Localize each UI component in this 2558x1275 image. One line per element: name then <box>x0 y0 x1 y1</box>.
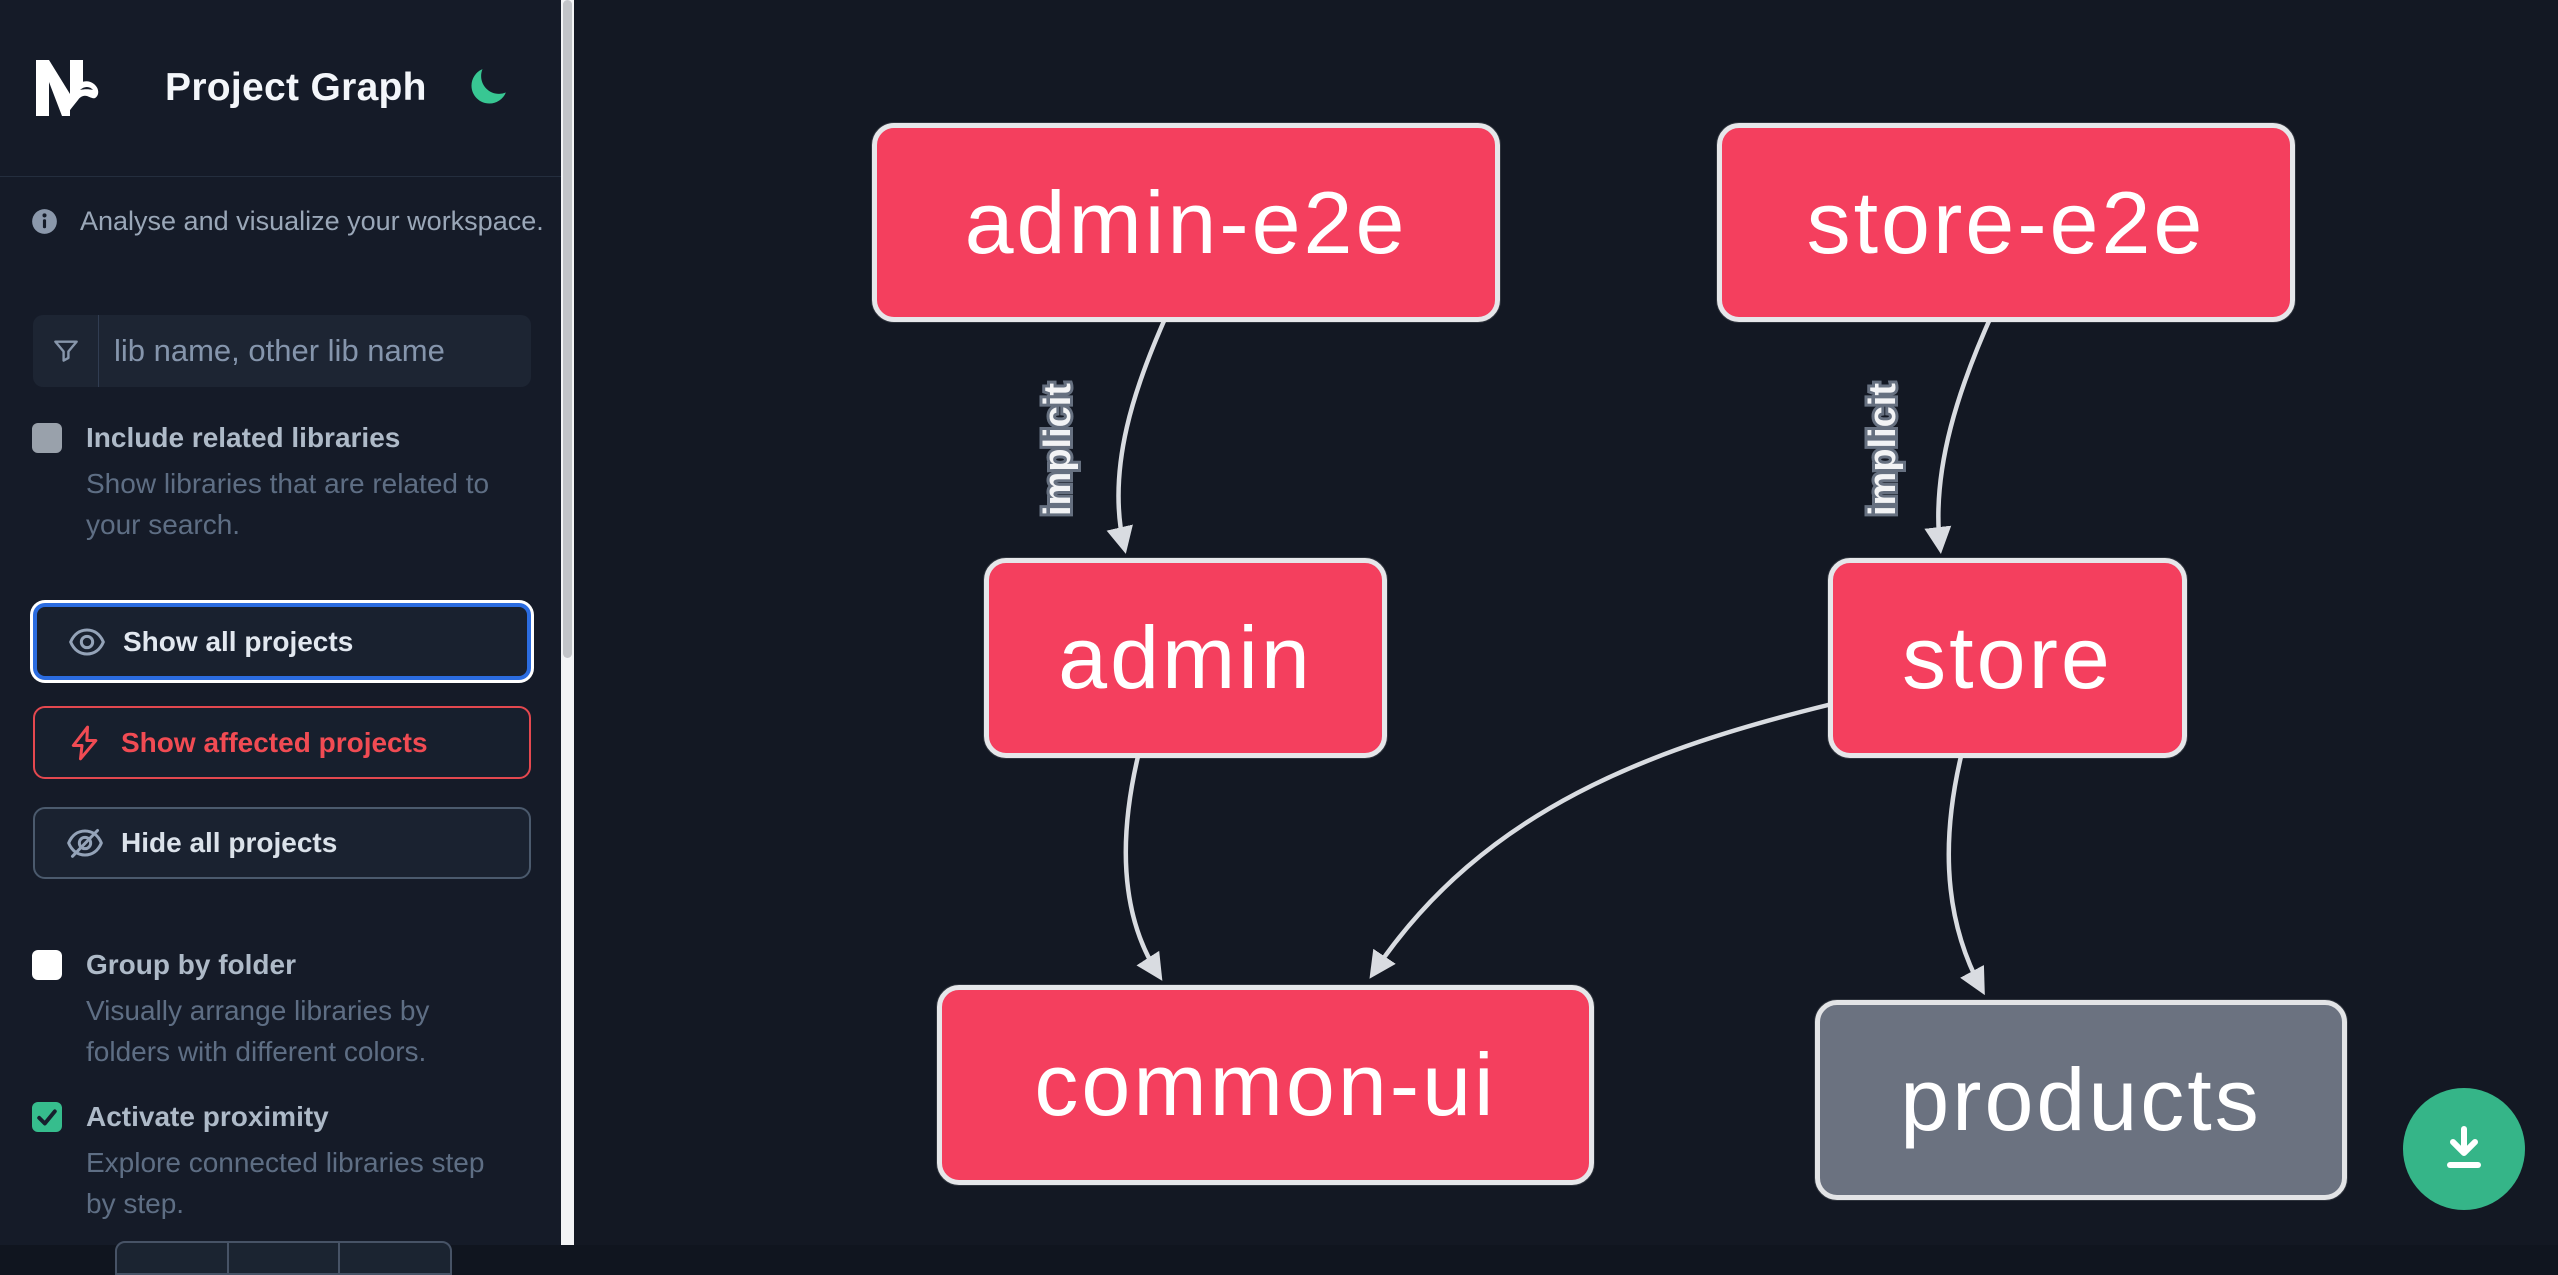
scrollbar-thumb[interactable] <box>563 0 572 658</box>
button-label: Show all projects <box>123 625 354 657</box>
filter-funnel-icon <box>33 315 99 387</box>
edge-store-to-common-ui <box>1369 702 1831 979</box>
project-node-products[interactable]: products <box>1815 1000 2347 1200</box>
node-label: common-ui <box>1034 1035 1497 1134</box>
node-label: store-e2e <box>1806 172 2206 272</box>
tagline-row: Analyse and visualize your workspace. <box>0 205 561 237</box>
project-node-admin[interactable]: admin <box>984 558 1387 758</box>
stepper-decrement[interactable] <box>117 1243 229 1273</box>
search-input[interactable] <box>99 317 531 385</box>
show-affected-projects-button[interactable]: Show affected projects <box>33 706 531 779</box>
sidebar: Project Graph Analyse and visualize your… <box>0 0 561 1275</box>
stepper-value <box>229 1243 341 1273</box>
tagline-text: Analyse and visualize your workspace. <box>80 206 544 236</box>
project-node-store[interactable]: store <box>1828 558 2187 758</box>
dependency-edges: implicit implicit <box>1034 309 1996 996</box>
proximity-depth-stepper[interactable] <box>115 1241 452 1275</box>
checkbox-include-related[interactable] <box>32 423 62 453</box>
edge-admin-e2e-to-admin <box>1106 309 1171 554</box>
eye-icon <box>67 622 107 662</box>
stepper-increment[interactable] <box>340 1243 450 1273</box>
eye-off-icon <box>65 823 105 863</box>
edge-admin-to-common-ui <box>1123 745 1163 981</box>
node-label: admin <box>1058 608 1313 707</box>
hide-all-projects-button[interactable]: Hide all projects <box>33 807 531 879</box>
toggle-label: Include related libraries <box>86 422 401 453</box>
search-field <box>33 315 531 387</box>
download-graph-button[interactable] <box>2403 1088 2525 1210</box>
project-node-common-ui[interactable]: common-ui <box>937 985 1594 1185</box>
edge-label-implicit: implicit <box>1862 383 1904 516</box>
button-label: Show affected projects <box>121 726 428 758</box>
button-label: Hide all projects <box>121 827 338 858</box>
checkbox-activate-proximity[interactable] <box>32 1102 62 1132</box>
checkbox-group-by-folder[interactable] <box>32 950 62 980</box>
node-label: store <box>1902 608 2113 707</box>
page-title: Project Graph <box>165 66 427 109</box>
project-node-admin-e2e[interactable]: admin-e2e <box>872 123 1500 322</box>
show-all-projects-button[interactable]: Show all projects <box>33 603 531 680</box>
nx-logo-icon <box>28 50 104 126</box>
project-node-store-e2e[interactable]: store-e2e <box>1717 123 2295 322</box>
graph-canvas[interactable]: implicit implicit admin-e2e store-e2e ad… <box>574 0 2558 1245</box>
toggle-description: Explore connected libraries step by step… <box>86 1147 485 1219</box>
toggle-label: Activate proximity <box>86 1101 329 1132</box>
toggle-description: Visually arrange libraries by folders wi… <box>86 995 430 1067</box>
node-label: products <box>1900 1050 2262 1149</box>
toggle-label: Group by folder <box>86 949 296 980</box>
edge-store-e2e-to-store <box>1924 309 1996 555</box>
sidebar-header: Project Graph <box>0 0 561 177</box>
edge-label-implicit: implicit <box>1037 383 1079 516</box>
edge-store-to-products <box>1946 745 1985 996</box>
sidebar-scrollbar[interactable] <box>561 0 574 1245</box>
theme-toggle-moon-icon[interactable] <box>466 65 510 109</box>
info-icon <box>31 208 58 235</box>
bolt-icon <box>65 723 105 763</box>
node-label: admin-e2e <box>964 172 1408 272</box>
download-icon <box>2435 1119 2493 1180</box>
toggle-description: Show libraries that are related to your … <box>86 468 490 540</box>
